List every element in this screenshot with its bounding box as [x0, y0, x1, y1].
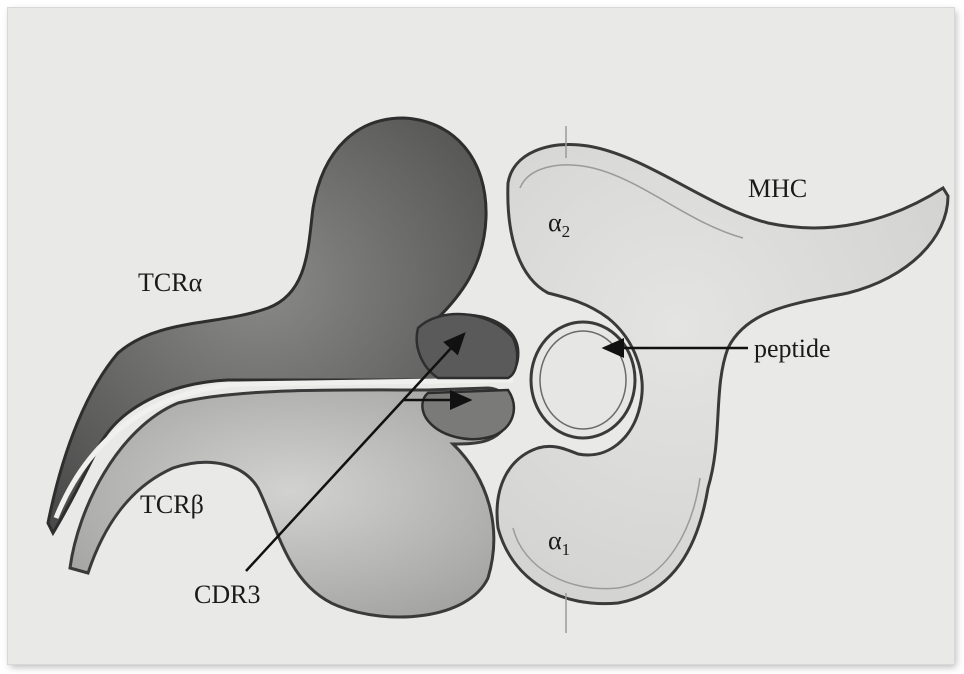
- label-tcr-alpha: TCRα: [138, 270, 202, 296]
- label-alpha2-sub: 2: [562, 222, 571, 241]
- label-alpha1-base: α: [548, 526, 562, 555]
- label-alpha2-base: α: [548, 208, 562, 237]
- label-tcr-beta: TCRβ: [140, 492, 204, 518]
- label-peptide: peptide: [754, 336, 831, 362]
- label-cdr3: CDR3: [194, 582, 260, 608]
- diagram-frame: TCRα TCRβ MHC α2 α1 peptide CDR3: [8, 8, 954, 664]
- label-mhc: MHC: [748, 176, 807, 202]
- peptide-shape: [531, 322, 635, 438]
- label-alpha1-sub: 1: [562, 540, 571, 559]
- label-alpha1: α1: [548, 528, 570, 554]
- label-alpha2: α2: [548, 210, 570, 236]
